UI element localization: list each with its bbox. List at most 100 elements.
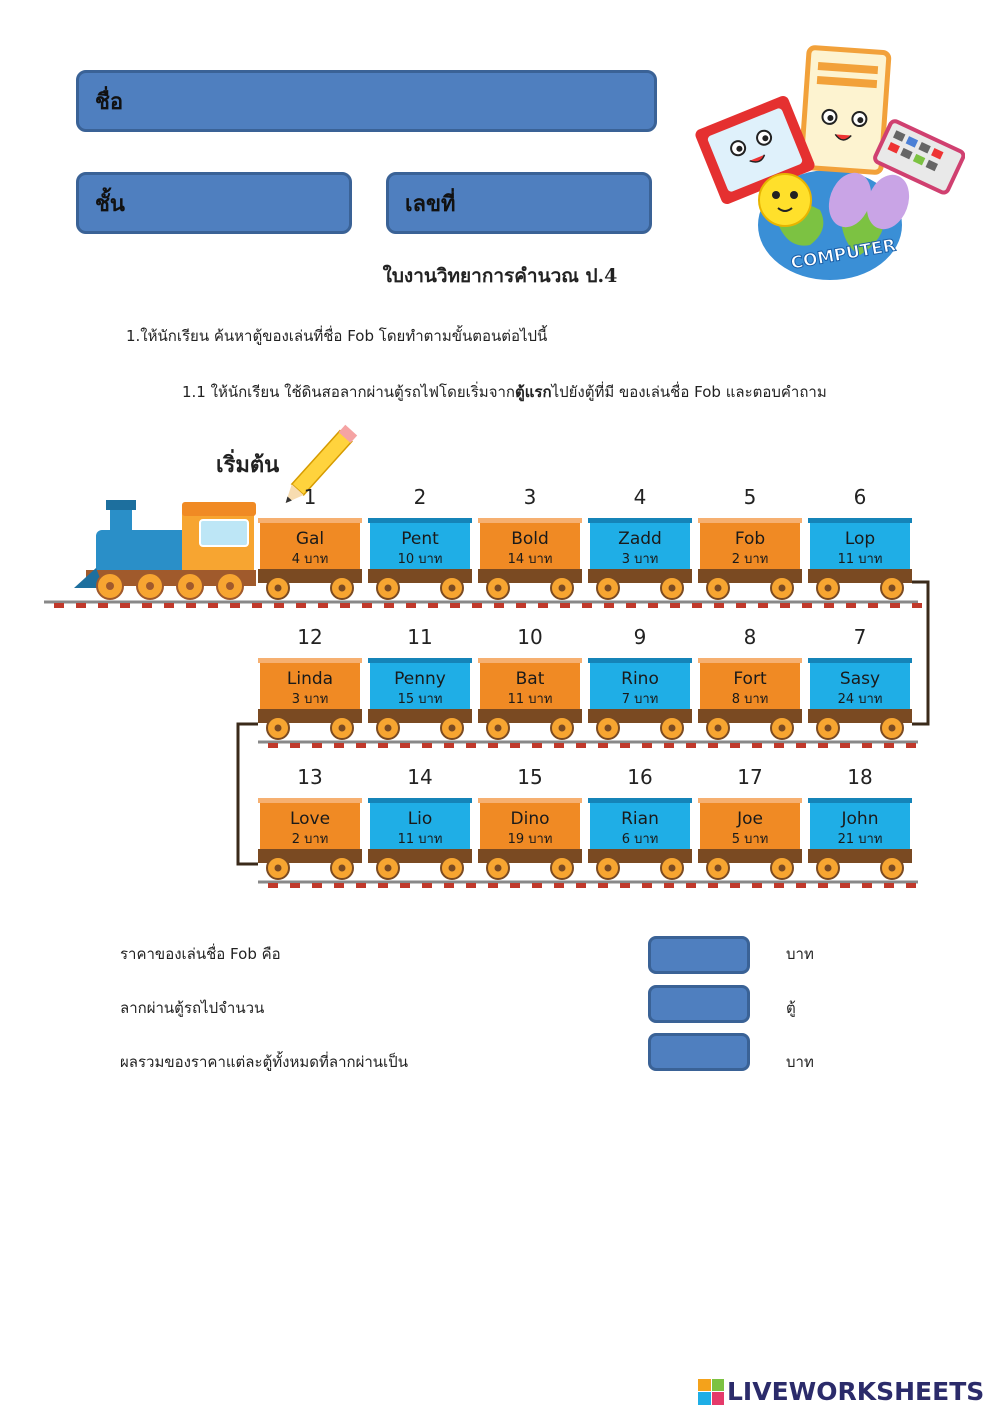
car-name: Love bbox=[290, 809, 330, 829]
car-name: Lop bbox=[845, 529, 875, 549]
car-wheel-hub bbox=[338, 864, 346, 872]
instruction-step-1-1-suffix: ไปยังตู้ที่มี ของเล่นชื่อ Fob และตอบคำถา… bbox=[551, 383, 827, 401]
car-wheel-hub bbox=[384, 584, 392, 592]
track-tie bbox=[730, 883, 740, 888]
class-field[interactable]: ชั้น bbox=[76, 172, 352, 234]
car-price: 2 บาท bbox=[732, 552, 769, 567]
car-roof bbox=[258, 798, 362, 803]
car-name: Dino bbox=[511, 809, 550, 829]
track-tie bbox=[686, 883, 696, 888]
track-tie bbox=[708, 743, 718, 748]
car-body bbox=[590, 523, 690, 569]
car-price: 21 บาท bbox=[838, 832, 883, 847]
car-name: Gal bbox=[296, 529, 324, 549]
car-wheel-hub bbox=[558, 584, 566, 592]
track-tie bbox=[686, 743, 696, 748]
car-name: John bbox=[841, 809, 879, 829]
track-tie bbox=[802, 603, 812, 608]
car-roof bbox=[808, 518, 912, 523]
track-tie bbox=[818, 883, 828, 888]
car-wheel-hub bbox=[714, 584, 722, 592]
track-tie bbox=[290, 883, 300, 888]
car-roof bbox=[808, 798, 912, 803]
track-tie bbox=[268, 743, 278, 748]
car-price: 7 บาท bbox=[622, 692, 659, 707]
car-wheel-hub bbox=[448, 584, 456, 592]
question-2-unit: ตู้ bbox=[786, 999, 796, 1017]
track-tie bbox=[708, 883, 718, 888]
car-name: Joe bbox=[736, 809, 763, 829]
engine-wheel-hub bbox=[186, 582, 194, 590]
car-wheel-hub bbox=[778, 584, 786, 592]
name-label: ชื่อ bbox=[95, 88, 124, 115]
row-connector-right bbox=[912, 580, 930, 726]
car-roof bbox=[478, 658, 582, 663]
track-tie bbox=[582, 603, 592, 608]
car-wheel-hub bbox=[448, 724, 456, 732]
name-field[interactable]: ชื่อ bbox=[76, 70, 657, 132]
question-1-answer-box[interactable] bbox=[648, 936, 750, 974]
track-tie bbox=[692, 603, 702, 608]
question-2-label: ลากผ่านตู้รถไปจำนวน bbox=[120, 999, 265, 1017]
track-tie bbox=[406, 603, 416, 608]
car-body bbox=[590, 803, 690, 849]
car-number: 9 bbox=[634, 625, 647, 649]
student-number-field[interactable]: เลขที่ bbox=[386, 172, 652, 234]
track-tie bbox=[532, 883, 542, 888]
track-tie bbox=[598, 743, 608, 748]
car-body bbox=[700, 523, 800, 569]
car-body bbox=[370, 803, 470, 849]
car-wheel-hub bbox=[604, 584, 612, 592]
track-tie bbox=[642, 743, 652, 748]
track-tie bbox=[296, 603, 306, 608]
car-number: 11 bbox=[407, 625, 432, 649]
track-tie bbox=[780, 603, 790, 608]
car-number: 18 bbox=[847, 765, 872, 789]
car-wheel-hub bbox=[558, 864, 566, 872]
track-tie bbox=[444, 743, 454, 748]
track-tie bbox=[362, 603, 372, 608]
question-3-answer-box[interactable] bbox=[648, 1033, 750, 1071]
track-tie bbox=[384, 603, 394, 608]
track-tie bbox=[906, 743, 916, 748]
car-price: 2 บาท bbox=[292, 832, 329, 847]
car-number: 10 bbox=[517, 625, 542, 649]
car-price: 14 บาท bbox=[508, 552, 553, 567]
car-wheel-hub bbox=[384, 864, 392, 872]
track-tie bbox=[538, 603, 548, 608]
question-3-unit: บาท bbox=[786, 1053, 814, 1071]
track-tie bbox=[186, 603, 196, 608]
car-wheel-hub bbox=[714, 724, 722, 732]
track-tie bbox=[752, 883, 762, 888]
track-tie bbox=[554, 883, 564, 888]
question-2-answer-box[interactable] bbox=[648, 985, 750, 1023]
track-tie bbox=[428, 603, 438, 608]
track-tie bbox=[400, 883, 410, 888]
car-wheel-hub bbox=[494, 864, 502, 872]
car-price: 10 บาท bbox=[398, 552, 443, 567]
track-tie bbox=[774, 883, 784, 888]
start-label: เริ่มต้น bbox=[216, 448, 279, 478]
car-wheel-hub bbox=[824, 864, 832, 872]
track-tie bbox=[230, 603, 240, 608]
